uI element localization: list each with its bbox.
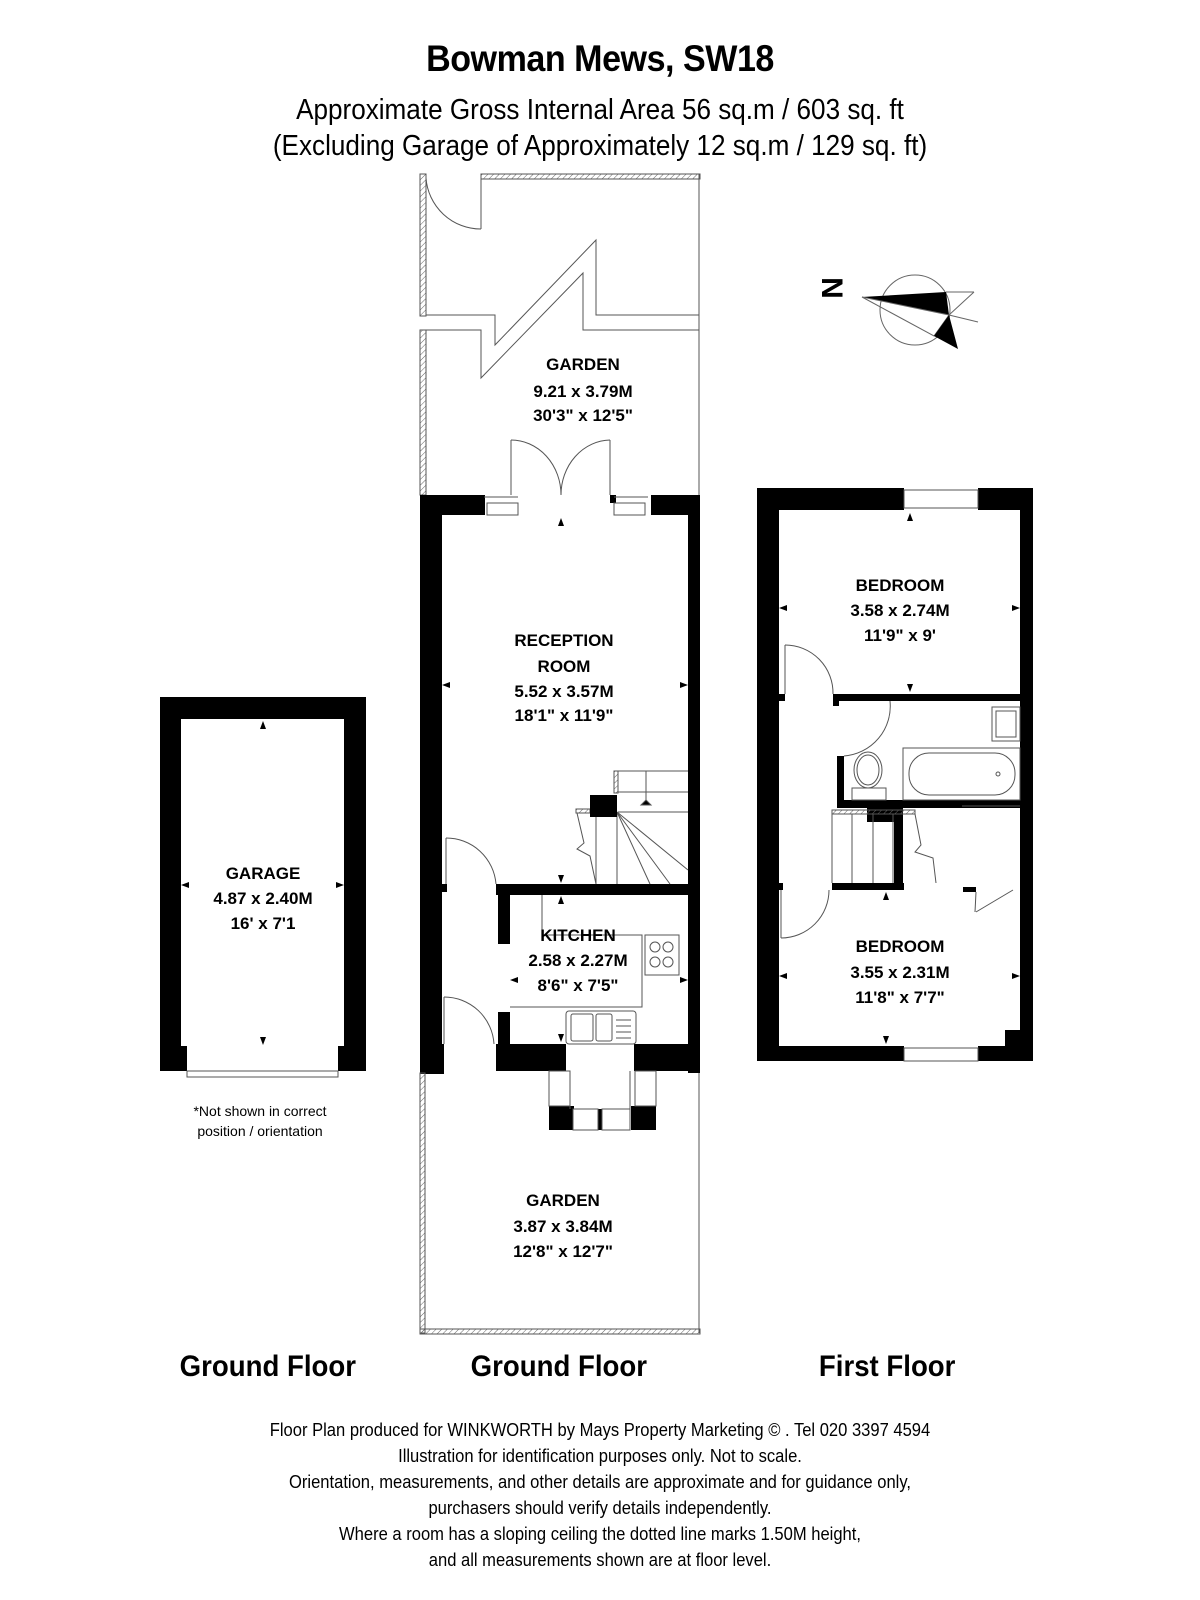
- property-title: Bowman Mews, SW18: [426, 38, 774, 79]
- rear-garden-outline: [419, 173, 701, 496]
- garage-dimension-arrows: [181, 721, 344, 1045]
- bedroom1-label: BEDROOM 3.58 x 2.74M 11'9" x 9': [850, 576, 949, 645]
- svg-text:GARDEN: GARDEN: [526, 1191, 600, 1210]
- svg-text:8'6" x 7'5": 8'6" x 7'5": [538, 976, 619, 995]
- garden-rear-label: GARDEN 9.21 x 3.79M 30'3" x 12'5": [533, 355, 633, 425]
- svg-text:18'1" x 11'9": 18'1" x 11'9": [515, 706, 614, 725]
- chimney-pillar: [590, 795, 617, 817]
- footer-line: and all measurements shown are at floor …: [428, 1550, 772, 1570]
- svg-text:ROOM: ROOM: [538, 657, 591, 676]
- svg-text:11'9" x 9': 11'9" x 9': [864, 626, 936, 645]
- svg-text:3.87 x 3.84M: 3.87 x 3.84M: [513, 1217, 612, 1236]
- svg-text:N: N: [815, 277, 848, 299]
- french-doors: [510, 439, 611, 496]
- garage-label: GARAGE 4.87 x 2.40M 16' x 7'1: [213, 864, 312, 933]
- staircase: [575, 770, 689, 885]
- footer-line: Floor Plan produced for WINKWORTH by May…: [269, 1420, 931, 1440]
- ground-floor-windows: [484, 496, 657, 1131]
- svg-text:GARAGE: GARAGE: [226, 864, 301, 883]
- garage-note-line: position / orientation: [197, 1123, 323, 1139]
- svg-text:4.87 x 2.40M: 4.87 x 2.40M: [213, 889, 312, 908]
- svg-text:9.21 x 3.79M: 9.21 x 3.79M: [533, 382, 632, 401]
- floor-label-garage-ground: Ground Floor: [179, 1350, 356, 1383]
- first-floor-dimension-arrows: [779, 513, 1020, 1044]
- svg-text:BEDROOM: BEDROOM: [856, 937, 945, 956]
- bedroom2-label: BEDROOM 3.55 x 2.31M 11'8" x 7'7": [850, 937, 949, 1007]
- svg-text:30'3" x 12'5": 30'3" x 12'5": [533, 406, 633, 425]
- svg-text:BEDROOM: BEDROOM: [856, 576, 945, 595]
- floor-label-house-ground: Ground Floor: [470, 1350, 647, 1383]
- first-floor-windows: [903, 489, 979, 1062]
- kitchen-label: KITCHEN 2.58 x 2.27M 8'6" x 7'5": [528, 926, 627, 995]
- garage-note-line: *Not shown in correct: [193, 1103, 327, 1119]
- north-arrow-icon: N: [815, 274, 979, 349]
- front-garden-outline: [419, 1071, 701, 1335]
- first-floor-fittings: [780, 644, 1021, 939]
- svg-text:2.58 x 2.27M: 2.58 x 2.27M: [528, 951, 627, 970]
- first-floor-walls: [757, 488, 1033, 1061]
- svg-text:3.55 x 2.31M: 3.55 x 2.31M: [850, 963, 949, 982]
- svg-text:KITCHEN: KITCHEN: [540, 926, 616, 945]
- svg-text:12'8" x 12'7": 12'8" x 12'7": [513, 1242, 613, 1261]
- reception-label: RECEPTION ROOM 5.52 x 3.57M 18'1" x 11'9…: [514, 631, 613, 725]
- front-door: [443, 996, 495, 1045]
- garden-front-label: GARDEN 3.87 x 3.84M 12'8" x 12'7": [513, 1191, 613, 1261]
- footer-line: Orientation, measurements, and other det…: [289, 1472, 911, 1492]
- reception-hall-door: [445, 837, 497, 885]
- svg-text:GARDEN: GARDEN: [546, 355, 620, 374]
- svg-text:5.52 x 3.57M: 5.52 x 3.57M: [514, 682, 613, 701]
- kitchen-worktops: [510, 895, 680, 1045]
- gross-internal-area: Approximate Gross Internal Area 56 sq.m …: [296, 94, 904, 126]
- svg-text:RECEPTION: RECEPTION: [514, 631, 613, 650]
- footer-line: purchasers should verify details indepen…: [428, 1498, 772, 1518]
- disclaimer-footer: Floor Plan produced for WINKWORTH by May…: [48, 1417, 1152, 1573]
- garage-door: [186, 1070, 339, 1078]
- footer-line: Where a room has a sloping ceiling the d…: [339, 1524, 861, 1544]
- garage-exclusion-note: (Excluding Garage of Approximately 12 sq…: [272, 130, 928, 162]
- ground-floor-walls: [420, 495, 700, 1130]
- floor-label-first: First Floor: [818, 1350, 956, 1383]
- svg-text:3.58 x 2.74M: 3.58 x 2.74M: [850, 601, 949, 620]
- garage-walls: [160, 697, 366, 1071]
- garage-position-note: *Not shown in correct position / orienta…: [160, 1101, 360, 1141]
- footer-line: Illustration for identification purposes…: [398, 1446, 802, 1466]
- svg-text:16' x 7'1: 16' x 7'1: [231, 914, 296, 933]
- svg-text:11'8" x 7'7": 11'8" x 7'7": [855, 988, 944, 1007]
- dimension-arrows: [442, 518, 688, 1042]
